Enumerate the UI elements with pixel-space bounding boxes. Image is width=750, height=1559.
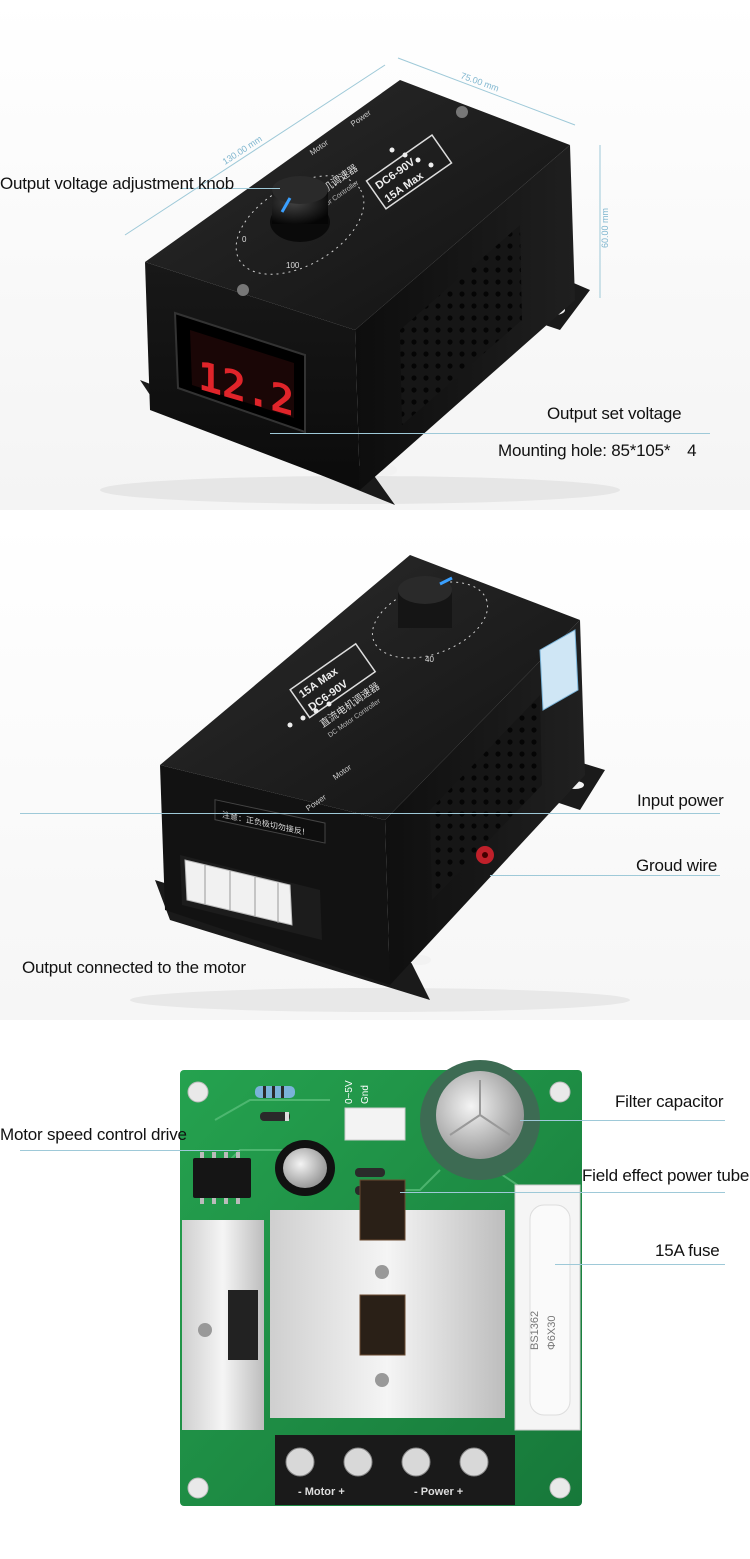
terminal-block-cover: [184, 859, 293, 926]
case-top-face: [145, 80, 570, 330]
mosfet-upper: [359, 1179, 406, 1241]
fuse-text-2: Φ6X30: [546, 1316, 558, 1350]
dial-scale: [235, 175, 365, 275]
fuse-text-1: BS1362: [529, 1311, 541, 1350]
display-window: [190, 330, 294, 418]
mosfet-lower: [359, 1294, 406, 1356]
case-top-face: [160, 555, 580, 820]
leader-drive: [20, 1150, 240, 1151]
side-vents: [400, 225, 522, 425]
dim-width: 75.00 mm: [459, 70, 500, 93]
warning-strip: [214, 799, 326, 844]
pcb-illustration: 0~5V Gnd BS1362 Φ6X30: [180, 1060, 582, 1506]
leader-capacitor: [520, 1120, 725, 1121]
ground-screw-center: [482, 852, 488, 858]
case-shadow: [130, 988, 630, 1012]
terminal-screws: [285, 1447, 489, 1477]
callout-fet: Field effect power tube: [582, 1166, 750, 1185]
ic-pins: [200, 1152, 240, 1204]
qc-sticker: [539, 629, 579, 711]
controller-rear-illustration: 40 15A Max DC6-90V 直流电机调速器 DC Motor Cont…: [130, 555, 630, 1012]
pcb-board-panel: 0~5V Gnd BS1362 Φ6X30: [0, 1040, 750, 1559]
product-rear-view-panel: 40 15A Max DC6-90V 直流电机调速器 DC Motor Cont…: [0, 520, 750, 1020]
rating-box: [289, 642, 377, 719]
gnd-label: Gnd: [360, 1085, 371, 1104]
fuse-body: [529, 1204, 571, 1416]
callout-ground: Groud wire: [636, 856, 718, 875]
dial-label: 40: [425, 655, 434, 664]
wiring-dots: [389, 147, 434, 168]
heatsink-screw-left: [198, 1323, 212, 1337]
leader-input-power: [20, 813, 720, 814]
callout-capacitor: Filter capacitor: [615, 1092, 724, 1111]
screw-mid: [237, 284, 249, 296]
motor-terminal-label: - Motor +: [298, 1486, 345, 1498]
dial-label-zero: 0: [242, 235, 247, 244]
power-terminal-label: - Power +: [414, 1486, 463, 1498]
callout-knob: Output voltage adjustment knob: [0, 174, 235, 193]
controller-top-illustration: DC6-90V 15A Max 直流电机调速器 DC Motor Control…: [100, 57, 620, 505]
resistor-bands: [263, 1086, 284, 1098]
diode-1: [260, 1112, 290, 1121]
leader-knob: [180, 188, 280, 189]
callout-input-power: Input power: [637, 791, 724, 810]
product-top-view-panel: DC6-90V 15A Max 直流电机调速器 DC Motor Control…: [0, 0, 750, 510]
side-vents: [430, 695, 542, 900]
dial-scale: [371, 581, 489, 659]
callout-motor-output: Output connected to the motor: [22, 958, 246, 977]
board-mount-holes: [187, 1081, 571, 1499]
rating-box: [365, 134, 453, 210]
leader-fet: [400, 1192, 725, 1193]
dial-label-hundred: 100: [286, 261, 300, 270]
signal-connector: [344, 1107, 406, 1141]
knob-top: [272, 176, 328, 204]
dim-height: 60.00 mm: [600, 208, 610, 248]
wiring-dots: [287, 701, 332, 728]
knob-indicator-icon: [280, 197, 292, 213]
leader-fuse: [555, 1264, 725, 1265]
diode-2: [355, 1168, 385, 1177]
heatsink-screw-lower: [375, 1373, 389, 1387]
mosfet-left: [228, 1290, 258, 1360]
knob-top: [398, 576, 452, 604]
leader-set-voltage: [270, 433, 710, 434]
screw-top: [456, 106, 468, 118]
knob-indicator-icon: [439, 576, 453, 586]
callout-drive: Motor speed control drive: [0, 1125, 187, 1144]
dim-line-width: [397, 57, 576, 126]
callout-mounting: Mounting hole: 85*105* 4: [498, 441, 697, 460]
dim-line-length: [124, 64, 386, 236]
heatsink-screw-upper: [375, 1265, 389, 1279]
leader-ground: [490, 875, 720, 876]
terminal-screws: [204, 865, 279, 923]
ic-chip: [193, 1158, 251, 1198]
callout-fuse: 15A fuse: [655, 1241, 720, 1260]
signal-label: 0~5V: [344, 1080, 355, 1104]
capacitor-vent: [449, 1080, 511, 1136]
diode-band: [285, 1112, 289, 1121]
dim-length: 130.00 mm: [221, 134, 264, 167]
callout-set-voltage: Output set voltage: [547, 404, 682, 423]
small-capacitor-top: [283, 1148, 327, 1188]
